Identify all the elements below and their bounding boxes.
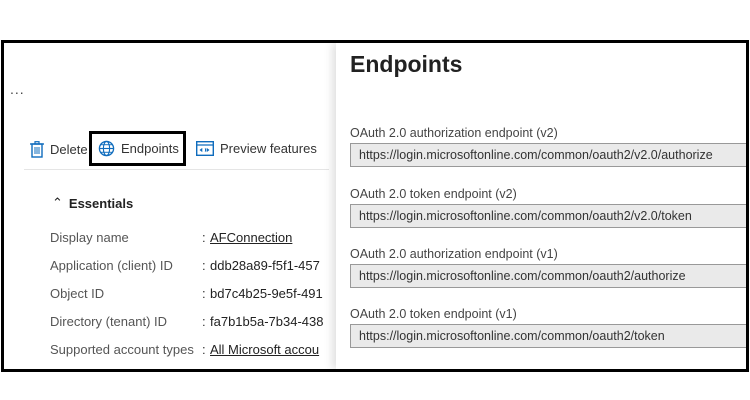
app-overview: ... Delete Endpoints Preview features ⌃ … [4, 43, 334, 369]
token-v1-endpoint-input[interactable] [350, 324, 746, 348]
endpoints-label: Endpoints [121, 141, 179, 156]
endpoint-label: OAuth 2.0 token endpoint (v2) [350, 187, 517, 201]
essentials-row: Display name:AFConnection [50, 230, 293, 245]
chevron-up-icon: ⌃ [52, 195, 63, 210]
row-label: Display name [50, 230, 129, 245]
essentials-toggle[interactable]: ⌃ Essentials [52, 195, 133, 211]
preview-features-label: Preview features [220, 141, 317, 156]
command-bar: Delete Endpoints Preview features [24, 131, 329, 170]
client-id-value: ddb28a89-f5f1-457 [210, 258, 320, 273]
endpoints-panel: Endpoints OAuth 2.0 authorization endpoi… [336, 43, 746, 369]
essentials-row: Directory (tenant) ID:fa7b1b5a-7b34-438 [50, 314, 324, 329]
essentials-row: Object ID:bd7c4b25-9e5f-491 [50, 286, 323, 301]
row-label: Supported account types [50, 342, 194, 357]
row-label: Application (client) ID [50, 258, 173, 273]
endpoint-field: OAuth 2.0 authorization endpoint (v1) [350, 247, 746, 288]
object-id-value: bd7c4b25-9e5f-491 [210, 286, 323, 301]
endpoint-field: OAuth 2.0 token endpoint (v1) [350, 307, 746, 348]
row-label: Object ID [50, 286, 105, 301]
tenant-id-value: fa7b1b5a-7b34-438 [210, 314, 324, 329]
endpoint-field: OAuth 2.0 token endpoint (v2) [350, 187, 746, 228]
screenshot-frame: ... Delete Endpoints Preview features ⌃ … [1, 40, 749, 372]
preview-features-button[interactable]: Preview features [196, 141, 317, 156]
endpoint-field: OAuth 2.0 authorization endpoint (v2) [350, 126, 746, 167]
preview-icon [196, 141, 214, 156]
endpoints-button[interactable]: Endpoints [89, 131, 186, 166]
auth-v2-endpoint-input[interactable] [350, 143, 746, 167]
auth-v1-endpoint-input[interactable] [350, 264, 746, 288]
globe-icon [98, 140, 115, 157]
row-label: Directory (tenant) ID [50, 314, 168, 329]
delete-label: Delete [50, 142, 88, 157]
endpoint-label: OAuth 2.0 authorization endpoint (v1) [350, 247, 558, 261]
more-options-button[interactable]: ... [10, 81, 25, 97]
trash-icon [30, 141, 44, 158]
essentials-row: Application (client) ID:ddb28a89-f5f1-45… [50, 258, 320, 273]
account-types-link[interactable]: All Microsoft accou [210, 342, 320, 357]
display-name-link[interactable]: AFConnection [210, 230, 293, 245]
essentials-row: Supported account types:All Microsoft ac… [50, 342, 320, 357]
token-v2-endpoint-input[interactable] [350, 204, 746, 228]
delete-button[interactable]: Delete [30, 141, 88, 158]
endpoint-label: OAuth 2.0 authorization endpoint (v2) [350, 126, 558, 140]
endpoint-label: OAuth 2.0 token endpoint (v1) [350, 307, 517, 321]
essentials-title: Essentials [68, 195, 134, 211]
panel-title: Endpoints [350, 51, 463, 77]
